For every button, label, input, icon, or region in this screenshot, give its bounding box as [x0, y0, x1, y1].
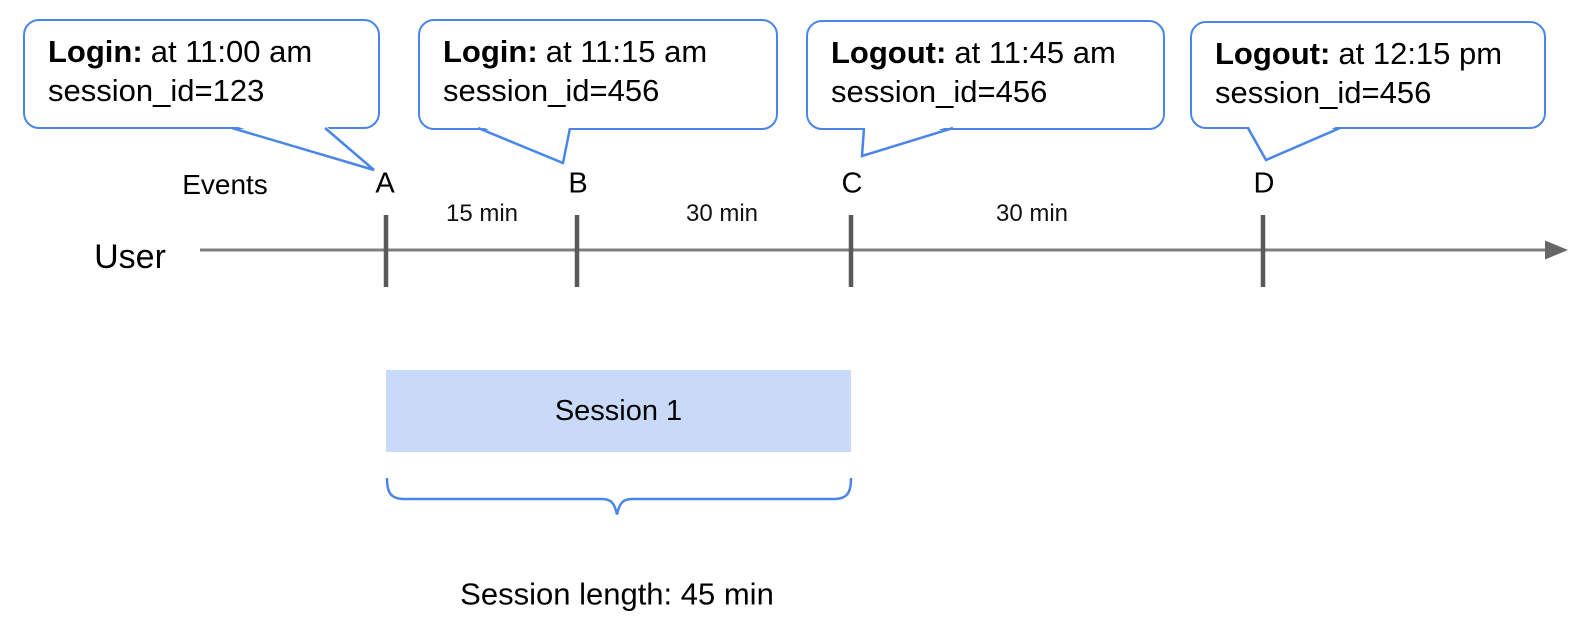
user-row-label: User	[94, 238, 166, 276]
bubble-line-1: Logout:at 12:15 pm	[1215, 34, 1522, 73]
callout-bubble-event-b: Login:at 11:15 am session_id=456	[418, 19, 778, 130]
event-marker-d: D	[1253, 167, 1275, 200]
timeline-arrowhead-icon	[1545, 240, 1568, 260]
bubble-tail-outline	[231, 126, 375, 172]
bubble-tail-a	[231, 125, 375, 172]
event-marker-c: C	[841, 167, 863, 200]
interval-label-a-b: 15 min	[445, 200, 519, 227]
event-time: at 12:15 pm	[1338, 36, 1503, 71]
session-1-box: Session 1	[386, 370, 851, 452]
interval-label-b-c: 30 min	[685, 200, 759, 227]
bubble-tail-d	[1246, 125, 1341, 162]
session-id-text: session_id=456	[443, 73, 660, 108]
bubble-tail-fill	[232, 125, 374, 170]
event-marker-a: A	[375, 167, 395, 200]
event-time: at 11:00 am	[150, 34, 313, 69]
event-marker-b: B	[568, 167, 588, 200]
session-length-caption: Session length: 45 min	[460, 576, 774, 612]
callout-bubble-event-d: Logout:at 12:15 pm session_id=456	[1190, 21, 1546, 129]
session-length-brace	[385, 477, 853, 515]
event-type-label: Login:	[48, 34, 143, 69]
session-id-text: session_id=456	[1215, 75, 1432, 110]
callout-bubble-event-a: Login:at 11:00 am session_id=123	[23, 19, 380, 129]
event-type-label: Login:	[443, 34, 538, 69]
bubble-tail-outline	[860, 126, 954, 158]
session-id-text: session_id=456	[831, 74, 1048, 109]
bubble-tail-fill	[1248, 125, 1340, 160]
bubble-tail-outline	[477, 126, 572, 165]
bubble-line-1: Logout:at 11:45 am	[831, 33, 1141, 72]
event-type-label: Logout:	[831, 35, 947, 70]
bubble-line-1: Login:at 11:15 am	[443, 32, 754, 71]
bubble-line-1: Login:at 11:00 am	[48, 32, 356, 71]
interval-label-c-d: 30 min	[995, 200, 1069, 227]
session-1-label: Session 1	[554, 394, 683, 427]
callout-bubble-event-c: Logout:at 11:45 am session_id=456	[806, 20, 1165, 130]
bubble-tail-outline	[1246, 126, 1341, 162]
bubble-tail-fill	[478, 125, 570, 163]
events-row-label: Events	[182, 169, 268, 200]
event-time: at 11:45 am	[954, 35, 1116, 70]
bubble-tail-b	[477, 125, 572, 165]
event-time: at 11:15 am	[545, 34, 708, 69]
event-type-label: Logout:	[1215, 36, 1331, 71]
session-id-text: session_id=123	[48, 73, 265, 108]
